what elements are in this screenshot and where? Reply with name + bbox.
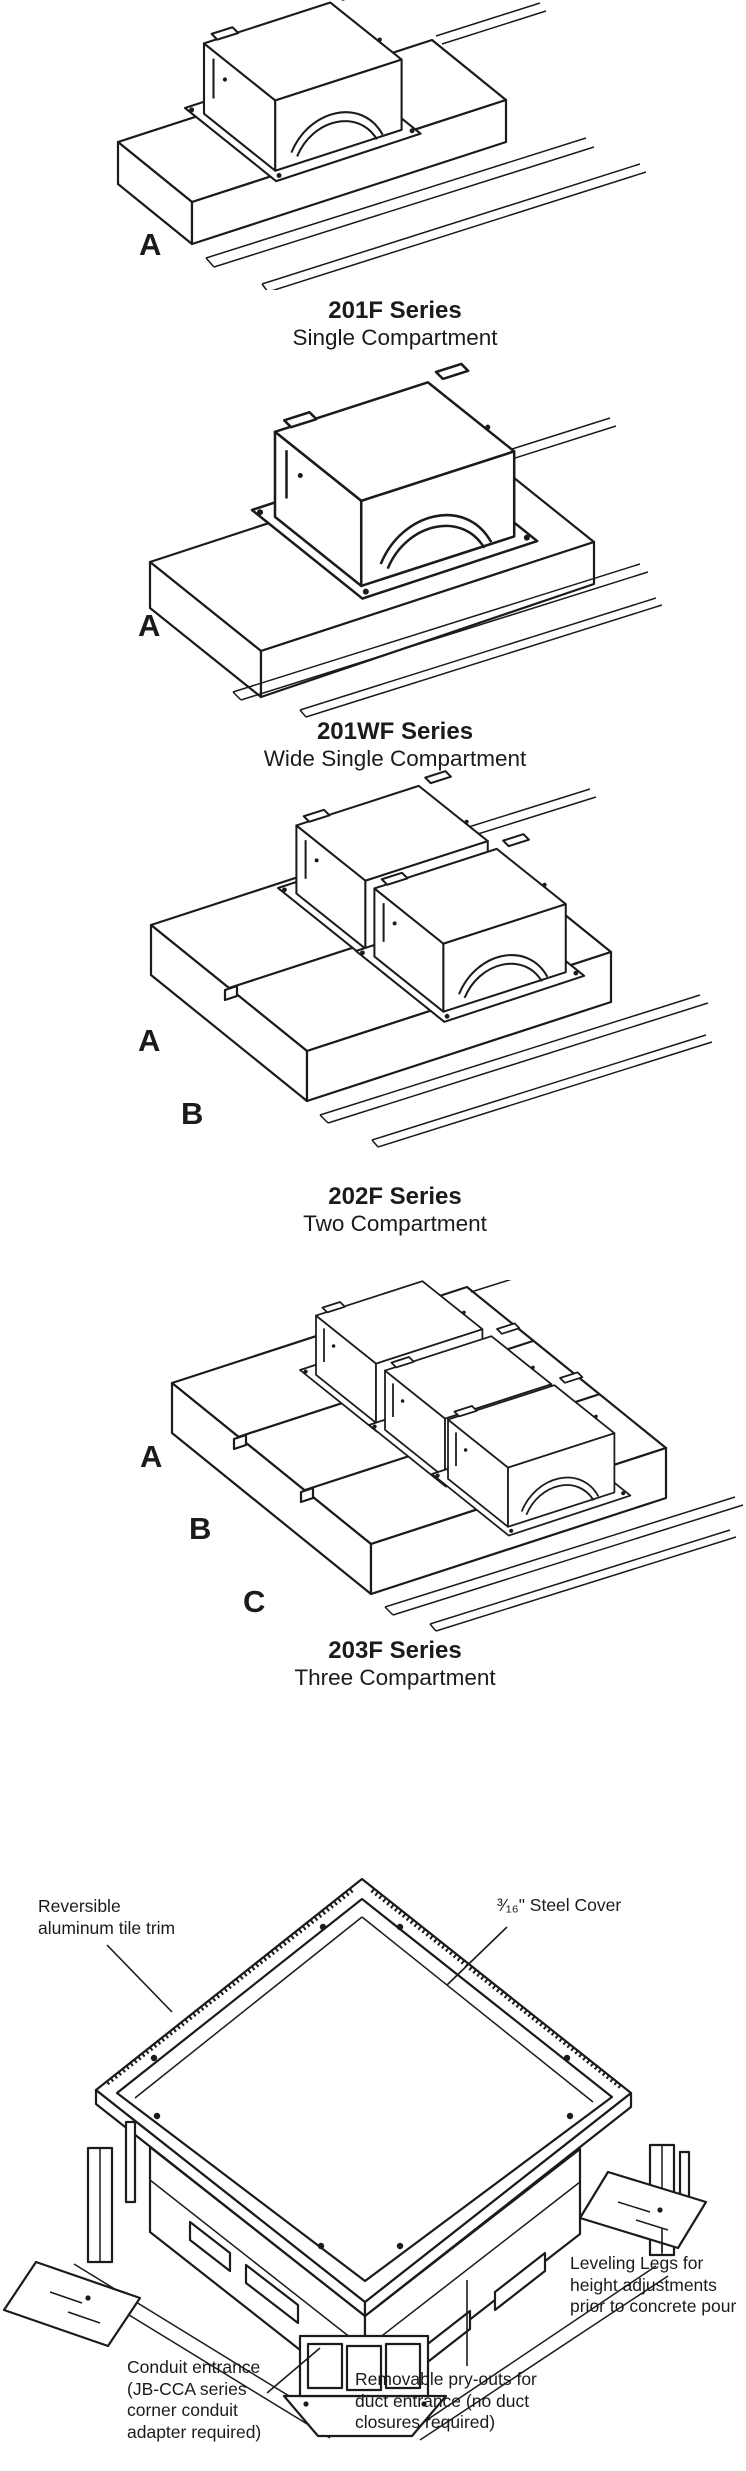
leveling-leg-right (578, 2143, 708, 2257)
series-title: 201WF Series (316, 718, 474, 745)
duct-knockout (188, 2220, 232, 2273)
series-subtitle: Single Compartment (292, 325, 498, 351)
duct-diagram-201wf (148, 362, 663, 718)
series-title: 202F Series (328, 1183, 462, 1210)
duct-diagram-201f (116, 0, 647, 290)
duct-knockout (244, 2263, 300, 2325)
label-conduit-entrance: Conduit entrance (JB-CCA series corner c… (127, 2357, 262, 2443)
label-steel-cover: ³⁄₁₆" Steel Cover (497, 1895, 622, 1915)
pry-out (384, 2342, 422, 2390)
compartment-marker-a: A (140, 1439, 163, 1474)
edge-notch (223, 984, 239, 1002)
series-title: 201F Series (328, 297, 462, 324)
leader-lines (106, 1926, 663, 2394)
leveling-leg-left (2, 2120, 142, 2348)
label-tile-trim: Reversible aluminum tile trim (38, 1896, 176, 1938)
compartment-marker-c: C (243, 1584, 266, 1619)
compartment-marker-b: B (189, 1511, 212, 1546)
compartment-marker-a: A (139, 227, 162, 262)
adjoining-rail-lines (319, 788, 713, 1148)
adjoining-rail-lines (205, 2, 647, 290)
label-pry-outs: Removable pry-outs for duct entrance (no… (355, 2369, 537, 2433)
figure-caption-201wf: 201WF Series Wide Single Compartment (44, 718, 746, 773)
compartment-marker-a: A (138, 1023, 161, 1058)
label-leveling-legs: Leveling Legs for height adjustments pri… (570, 2253, 737, 2317)
figure-caption-202f: 202F Series Two Compartment (44, 1183, 746, 1238)
edge-notch (299, 1486, 315, 1504)
duct-diagram-202f (149, 770, 713, 1148)
pry-out (345, 2344, 383, 2392)
compartment-marker-a: A (138, 608, 161, 643)
adjoining-rail-lines (232, 417, 663, 718)
figure-caption-203f: 203F Series Three Compartment (44, 1637, 746, 1692)
compartment-marker-b: B (181, 1096, 204, 1131)
series-subtitle: Wide Single Compartment (263, 746, 527, 772)
series-title: 203F Series (328, 1637, 462, 1664)
figure-caption-201f: 201F Series Single Compartment (44, 297, 746, 352)
steel-cover (94, 1877, 633, 2304)
duct-diagram-203f (170, 1280, 744, 1632)
pry-out (306, 2342, 344, 2390)
duct-knockout (493, 2251, 547, 2312)
edge-notch (232, 1433, 248, 1451)
series-subtitle: Two Compartment (303, 1211, 487, 1237)
series-subtitle: Three Compartment (294, 1665, 496, 1691)
floor-box-diagram (2, 1877, 708, 2441)
adjoining-rail-lines (384, 1280, 744, 1632)
